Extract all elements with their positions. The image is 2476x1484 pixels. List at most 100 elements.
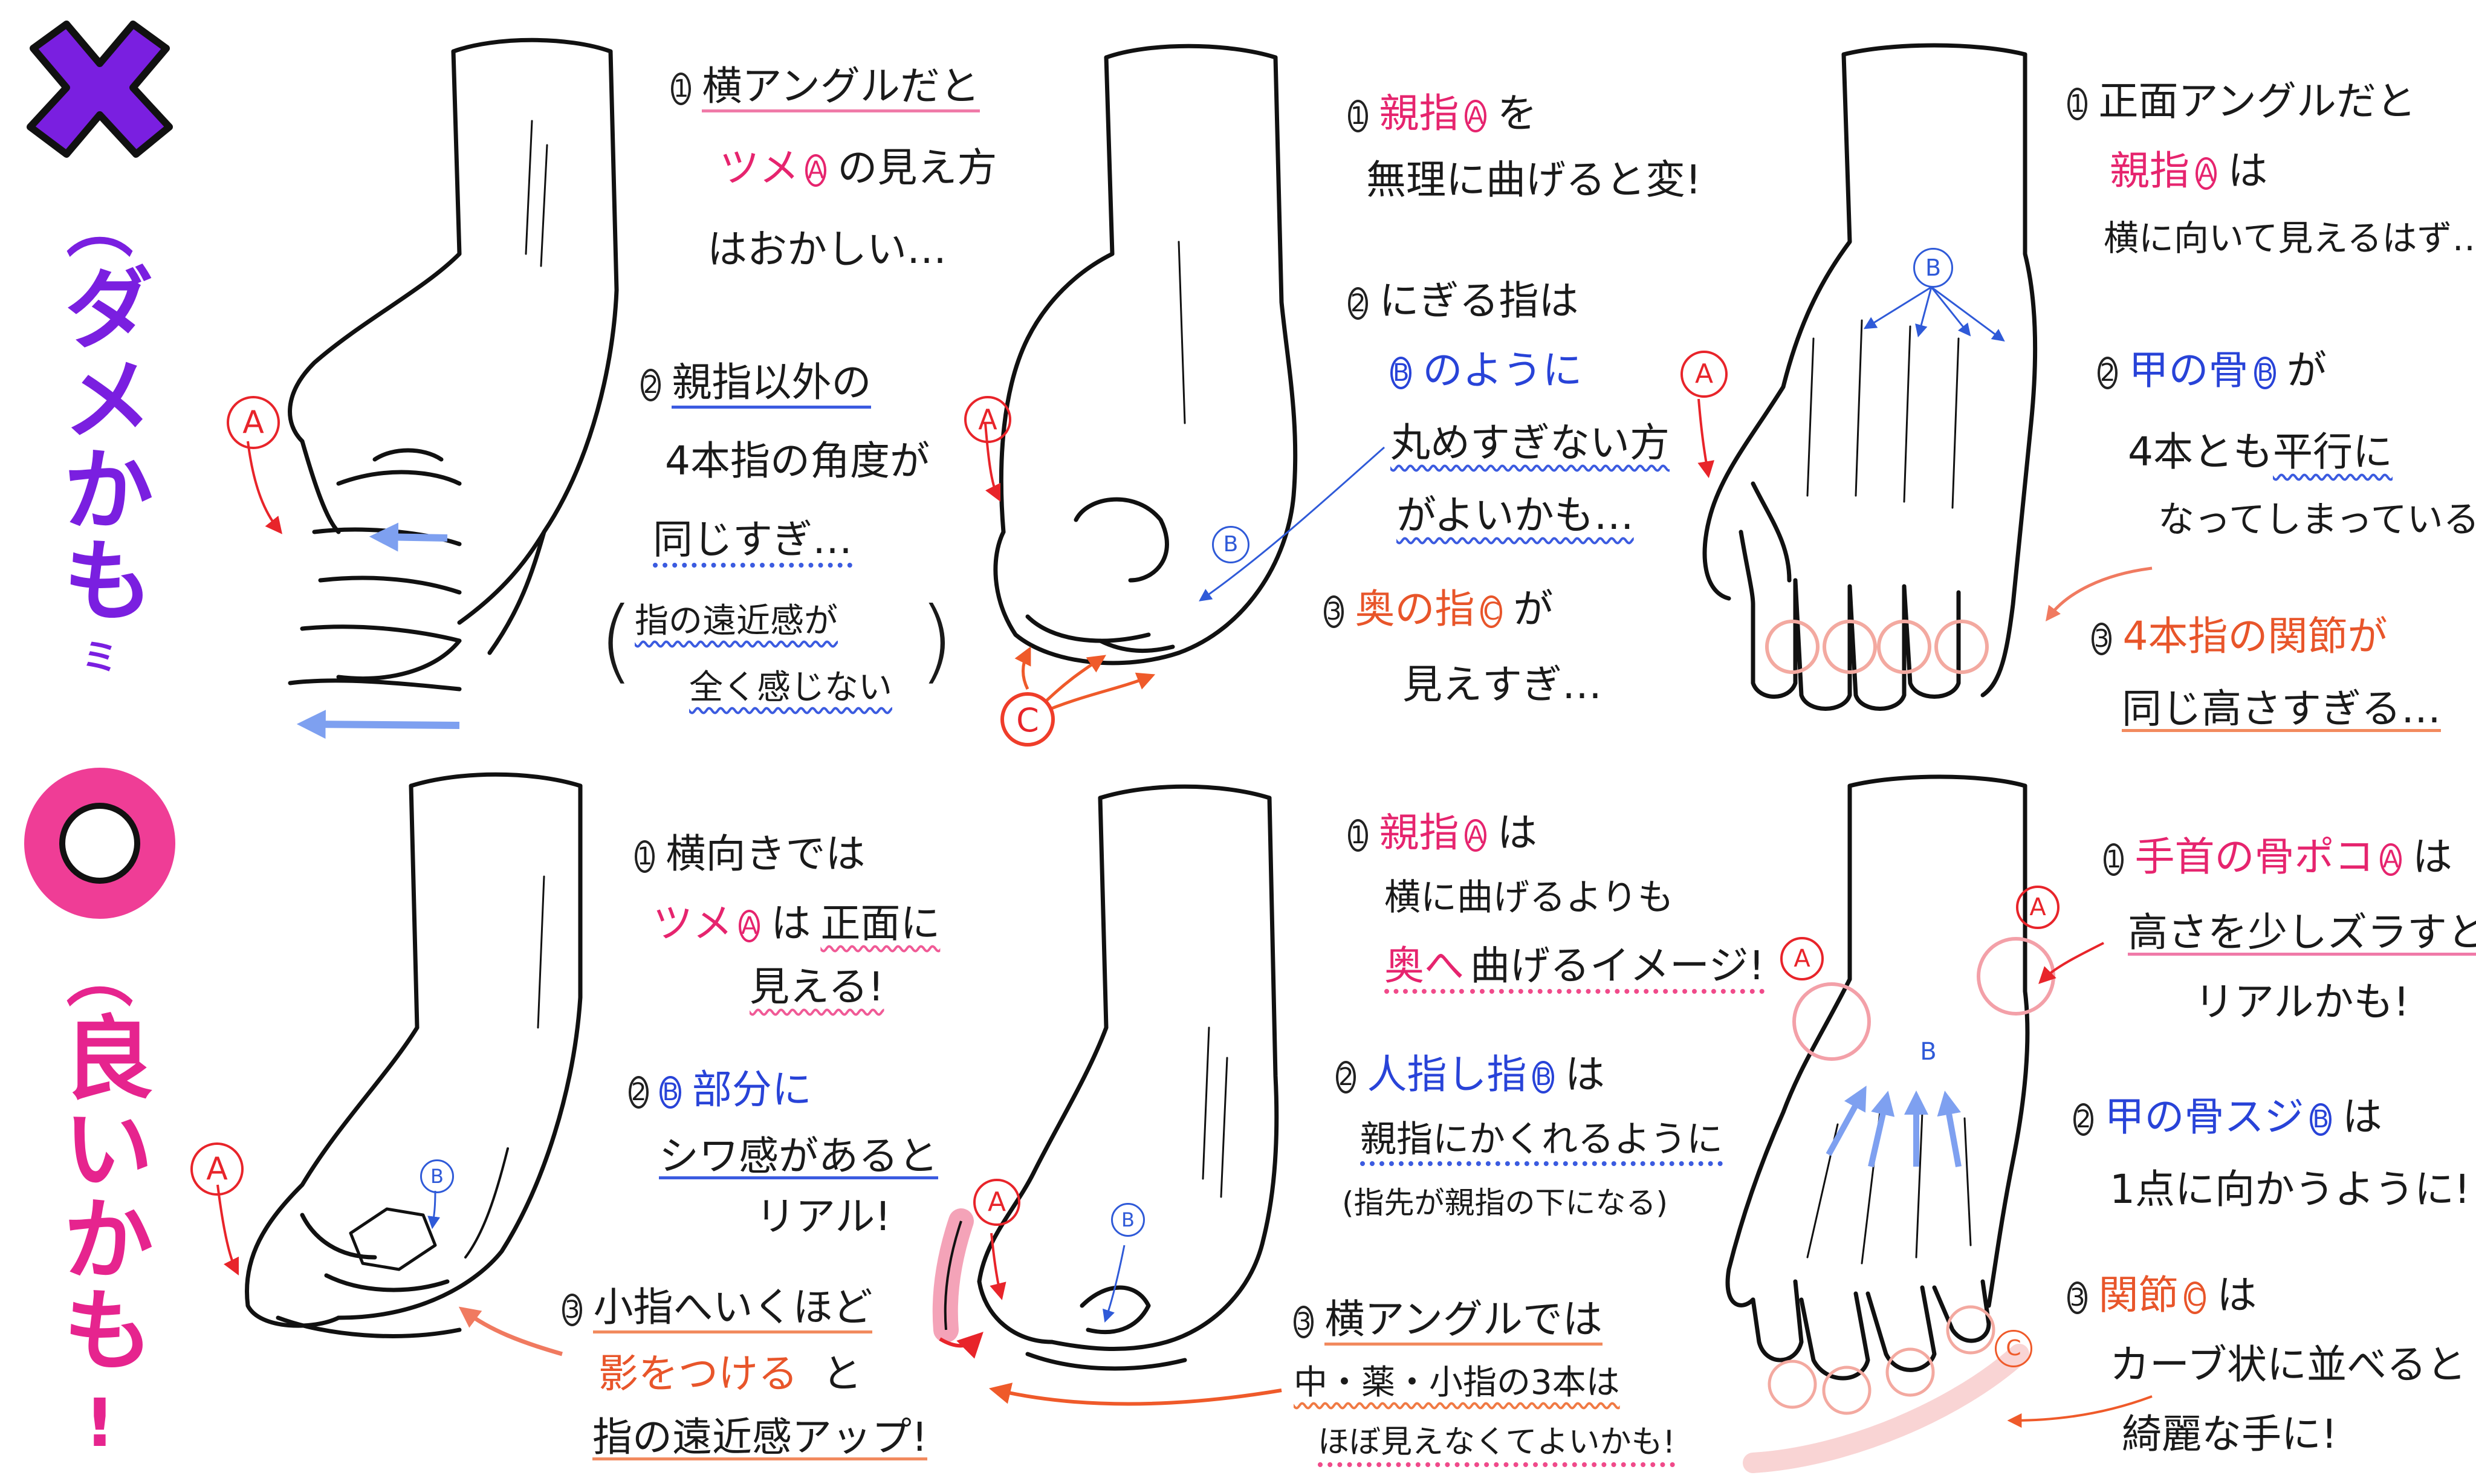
good3-point2-wa: は (2342, 1094, 2382, 1140)
bad-title-tail: ミ (82, 637, 118, 679)
bad2-point1-a: A (1465, 99, 1486, 132)
bad1-point1-text2: の見え方 (837, 144, 997, 191)
good1-point3-line1: 3 小指へいくほど (562, 1284, 873, 1333)
good3-point2-line2: 1点に向かうように! (2110, 1166, 2471, 1213)
good3-point1-wa: は (2412, 834, 2452, 880)
good2-point1-oyayubi: 親指 (1379, 809, 1459, 856)
good3-point1-number: 1 (2104, 843, 2124, 876)
bad1-point1-text1: 横アングルだと (702, 63, 980, 112)
good-fist-drawing (977, 784, 1279, 1371)
marker-a-good1: A (190, 1142, 244, 1196)
good1-point3-number: 3 (562, 1293, 583, 1326)
good2-point1-a: A (1465, 818, 1486, 852)
bad1-note-line2: 全く感じない (689, 668, 892, 707)
good2-point1-number: 1 (1348, 818, 1369, 852)
bad2-point3-text1: 奥の指 (1355, 586, 1475, 632)
good-title-text: 良いかも (47, 1011, 153, 1374)
good2-point1-line2: 横に曲げるよりも (1384, 876, 1674, 919)
good2-point2-wa: は (1564, 1051, 1605, 1098)
marker-a-bad3: A (1680, 351, 1728, 398)
bad1-note-paren-close: ) (919, 588, 954, 693)
good1-point1-number: 1 (635, 840, 655, 873)
bad1-point1-tsume: ツメ (719, 144, 799, 191)
bad-cross-icon (27, 21, 173, 158)
good1-point2-line3: リアル! (756, 1193, 891, 1240)
good1-point1-wa: は (771, 900, 811, 947)
bad2-point2-line4: がよいかも… (1396, 492, 1634, 539)
marker-a-bad2: A (964, 396, 1011, 443)
good1-point3-line2: 影をつけると (598, 1354, 862, 1394)
good2-point3-number: 3 (1294, 1305, 1314, 1338)
good-fist-guides (932, 1208, 1282, 1406)
good3-point3-wa: は (2217, 1272, 2257, 1318)
bad-fist-guides (984, 423, 1385, 747)
good2-point2-line2: 親指にかくれるように (1360, 1118, 1723, 1161)
good3-point1-line3: リアルかも! (2194, 979, 2410, 1025)
good3-point3-number: 3 (2067, 1281, 2088, 1314)
bad2-point2-number: 2 (1348, 287, 1369, 320)
good3-point1-line2: 高さを少しズラすと (2128, 913, 2476, 956)
marker-b-good2: B (1111, 1203, 1145, 1237)
good-title-tail: ! (84, 1384, 115, 1462)
bad3-point2-number: 2 (2098, 356, 2118, 389)
marker-b-good3: B (1920, 1038, 1937, 1066)
good-open-hand-guides (1743, 937, 2153, 1473)
marker-a-bad1: A (227, 396, 280, 449)
bad-hand-side-drawing (288, 37, 619, 692)
bad3-point2-text1: 甲の骨 (2128, 347, 2249, 394)
bad3-point3-line2: 同じ高さすぎる… (2122, 685, 2441, 732)
bad3-point2-heikou: 平行に (2273, 429, 2393, 475)
marker-a-good3-left: A (1780, 937, 1824, 980)
good-open-hand-drawing (1725, 774, 2030, 1381)
bad2-point3-c: C (1480, 595, 1503, 628)
bad2-point3-number: 3 (1324, 595, 1344, 628)
bad1-point1-line3: はおかしい… (707, 226, 947, 273)
bad-title: ︵ ダメかも ミ (33, 193, 166, 676)
good-circle-icon (24, 768, 175, 919)
good3-point2-text1: 甲の骨スジ (2104, 1094, 2304, 1140)
good1-point3-to: と (822, 1350, 862, 1397)
good1-point3-text1: 小指へいくほど (593, 1284, 873, 1333)
good2-point3-line2: 中・薬・小指の3本は (1294, 1363, 1620, 1402)
marker-c-good3: C (1995, 1330, 2032, 1367)
good1-point1-a: A (739, 909, 760, 942)
bad3-point2-ga: が (2286, 347, 2327, 394)
bad1-note-line1: 指の遠近感が (635, 601, 838, 641)
bad2-point3-ga: が (1513, 586, 1554, 632)
bad3-point2-b: B (2254, 356, 2276, 389)
bad3-point1-wa: は (2228, 147, 2268, 194)
good2-point2-hitosashi: 人指し指 (1367, 1051, 1527, 1098)
good1-point2-b: B (660, 1075, 681, 1109)
good1-point1-tsume: ツメ (653, 900, 733, 947)
good-title: ︵ 良いかも ! (33, 943, 166, 1457)
bad2-point1-oyayubi: 親指 (1379, 90, 1459, 137)
good3-point1-text1: 手首の骨ポコ (2134, 834, 2374, 880)
good2-point2-number: 2 (1336, 1060, 1356, 1094)
bad3-point3-text1: 4本指の関節が (2122, 613, 2388, 659)
bad2-point1-line2: 無理に曲げると変! (1366, 157, 1702, 203)
good2-point1-line3: 奥へ曲げるイメージ! (1384, 946, 1765, 986)
bad1-point2-line3: 同じすぎ… (653, 516, 852, 563)
good1-point2-bubun: 部分に (692, 1066, 812, 1113)
good1-point3-line3: 指の遠近感アップ! (592, 1414, 928, 1460)
good1-point2-line2: シワ感があると (659, 1133, 938, 1179)
good2-point1-wa: は (1497, 809, 1537, 856)
good1-point3-kage: 影をつける (598, 1350, 798, 1397)
